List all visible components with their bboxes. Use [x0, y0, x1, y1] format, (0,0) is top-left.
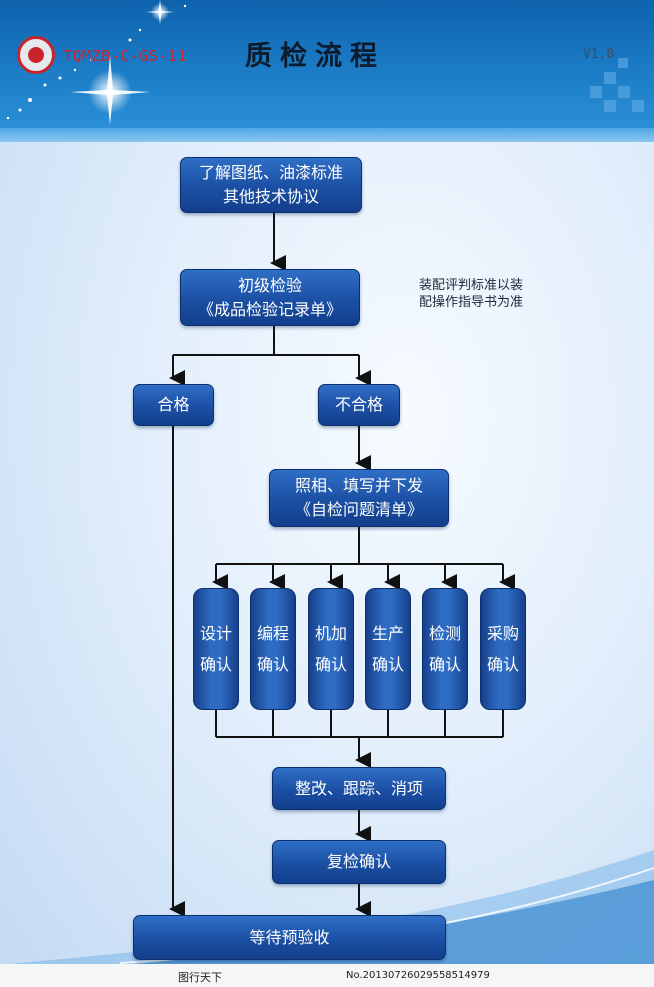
footer-site-name: 图行天下	[178, 971, 222, 984]
deco-square	[632, 100, 644, 112]
page-title: 质检流程	[245, 41, 385, 72]
node-recheck-confirm: 复检确认	[272, 840, 446, 884]
node-understand-standards: 了解图纸、油漆标准其他技术协议	[180, 157, 362, 213]
version-label: V1.0	[583, 47, 615, 62]
footer-watermark-bar	[0, 964, 654, 987]
node-purchasing-confirm: 采购确认	[480, 588, 526, 710]
document-code: TQMZB-C-GS-11	[63, 47, 187, 65]
node-machining-confirm: 机加确认	[308, 588, 354, 710]
node-photo-issue-list: 照相、填写并下发《自检问题清单》	[269, 469, 449, 527]
company-logo	[17, 36, 55, 74]
assembly-standard-note: 装配评判标准以装 配操作指导书为准	[419, 278, 524, 310]
deco-square	[604, 72, 616, 84]
node-fail: 不合格	[318, 384, 400, 426]
sparkle-decoration	[6, 0, 187, 125]
node-rectify-track-close: 整改、跟踪、消项	[272, 767, 446, 810]
header-band	[0, 128, 654, 142]
node-await-pre-acceptance: 等待预验收	[133, 915, 446, 960]
node-pass: 合格	[133, 384, 214, 426]
deco-square	[618, 86, 630, 98]
node-initial-inspection: 初级检验《成品检验记录单》	[180, 269, 360, 326]
deco-square	[604, 100, 616, 112]
footer-image-number: No.20130726029558514979	[346, 970, 490, 981]
node-programming-confirm: 编程确认	[250, 588, 296, 710]
deco-square	[618, 58, 628, 68]
deco-square	[590, 86, 602, 98]
node-production-confirm: 生产确认	[365, 588, 411, 710]
node-testing-confirm: 检测确认	[422, 588, 468, 710]
node-design-confirm: 设计确认	[193, 588, 239, 710]
